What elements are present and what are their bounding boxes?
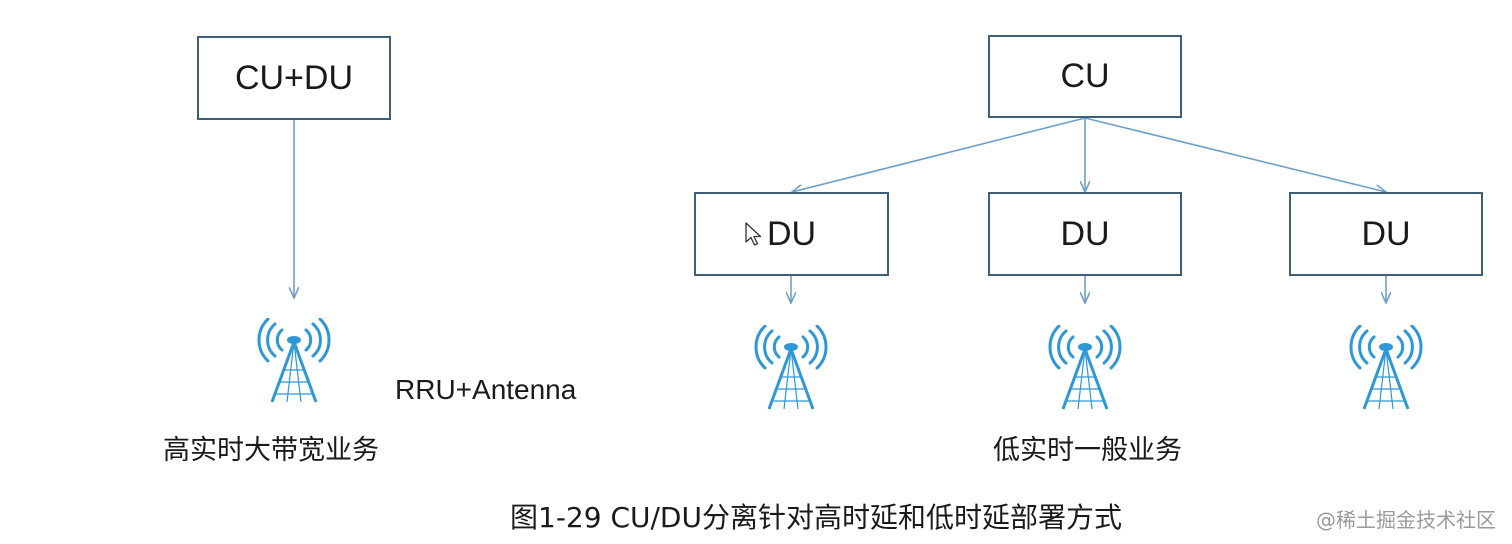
cu-du-box-label: CU+DU bbox=[234, 58, 354, 97]
du-box-2-label: DU bbox=[1060, 214, 1110, 253]
du-box-2: DU bbox=[988, 192, 1182, 276]
arrow-cu-to-du-1 bbox=[792, 117, 1086, 192]
du-box-1: DU bbox=[694, 192, 889, 276]
low-realtime-service-label: 低实时一般业务 bbox=[993, 435, 1182, 466]
antenna-tower-icon bbox=[1349, 325, 1423, 410]
mouse-cursor-icon bbox=[745, 222, 762, 246]
du-box-3: DU bbox=[1289, 192, 1483, 276]
cu-box: CU bbox=[988, 35, 1182, 118]
high-realtime-service-label: 高实时大带宽业务 bbox=[163, 435, 379, 466]
watermark: @稀土掘金技术社区 bbox=[1316, 508, 1496, 532]
du-box-3-label: DU bbox=[1361, 214, 1411, 253]
cu-du-box: CU+DU bbox=[197, 36, 391, 120]
arrow-cu-to-du-3 bbox=[1084, 117, 1386, 192]
antenna-tower-icon bbox=[1048, 325, 1122, 410]
antenna-tower-icon bbox=[257, 318, 331, 403]
cu-box-label: CU bbox=[1060, 57, 1110, 95]
antenna-tower-icon bbox=[754, 325, 828, 410]
figure-caption: 图1-29 CU/DU分离针对高时延和低时延部署方式 bbox=[510, 501, 1122, 534]
rru-antenna-label: RRU+Antenna bbox=[395, 374, 577, 405]
du-box-1-label: DU bbox=[766, 214, 817, 253]
